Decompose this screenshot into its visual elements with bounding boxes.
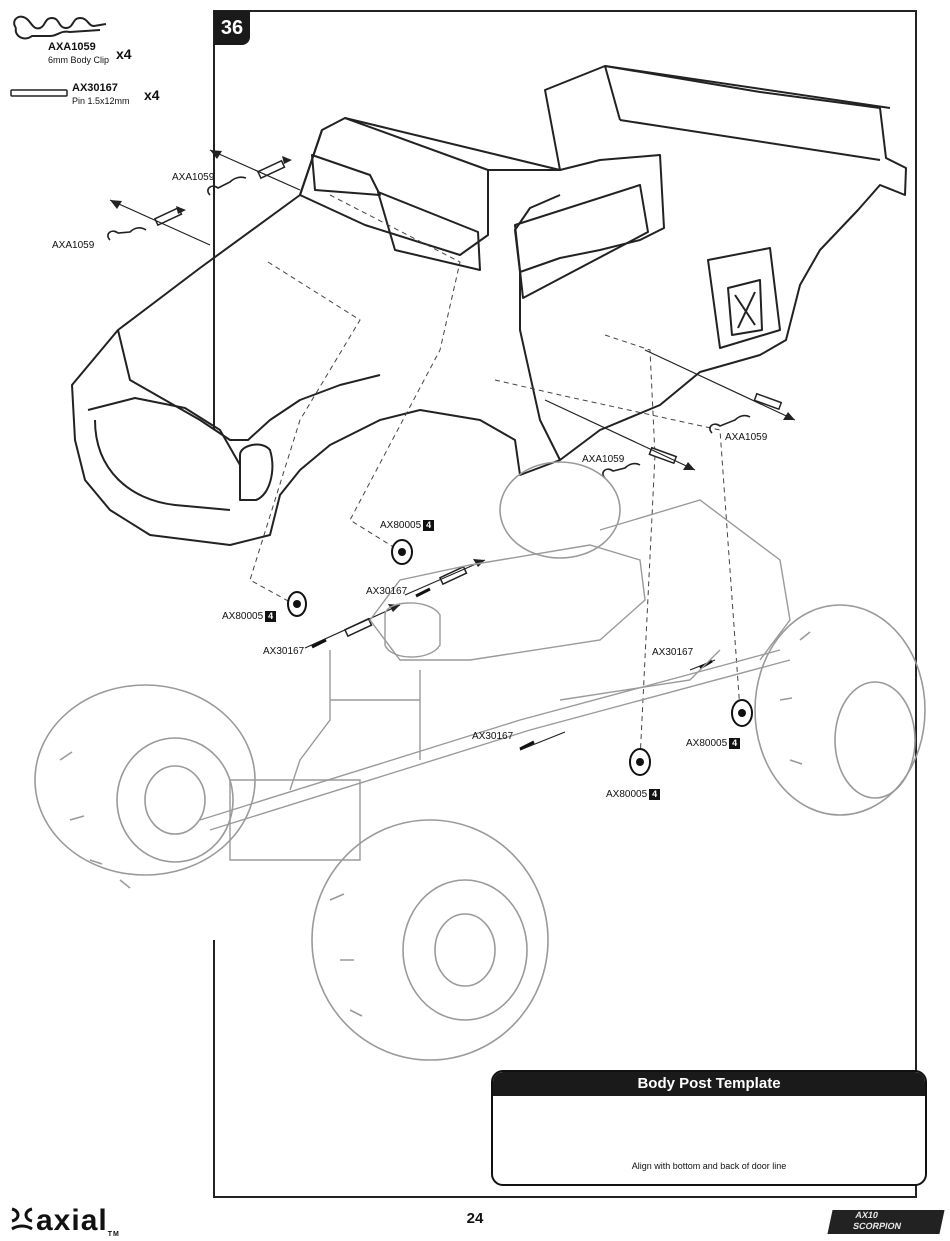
truck-body-shell — [71, 65, 907, 546]
callout-washer-front-upper-qty: 4 — [423, 520, 435, 531]
template-title: Body Post Template — [493, 1072, 925, 1096]
callout-washer-front-upper-code: AX80005 — [380, 520, 422, 532]
arrow-lines — [109, 149, 796, 751]
callout-clip-left-mid: AXA1059 — [52, 240, 95, 251]
loose-pins — [311, 587, 713, 751]
page-number: 24 — [466, 1210, 484, 1227]
pin-icon — [10, 89, 68, 97]
callout-washer-front-lower-code: AX80005 — [222, 611, 264, 623]
part-code-pin: AX30167 — [72, 82, 118, 94]
step-number-badge: 36 — [214, 11, 250, 45]
callout-washer-rear-lower-code: AX80005 — [606, 789, 648, 801]
sub-brand-line1: AX10 — [854, 1210, 880, 1220]
part-code-clip: AXA1059 — [48, 41, 96, 53]
body-post-template: Body Post Template Align with bottom and… — [491, 1070, 927, 1186]
callout-clip-right-mid: AXA1059 — [582, 454, 625, 465]
body-clips — [107, 176, 751, 479]
frame-gap — [205, 430, 219, 940]
brand-trademark: TM — [107, 1231, 120, 1238]
part-desc-clip: 6mm Body Clip — [48, 55, 110, 65]
template-note: Align with bottom and back of door line — [631, 1161, 787, 1171]
callout-washer-rear-right-code: AX80005 — [686, 738, 728, 750]
parts-legend: AXA1059 6mm Body Clip x4 AX30167 Pin 1.5… — [8, 6, 208, 106]
sub-brand-logo: AX10 SCORPION — [827, 1210, 945, 1234]
brand-mark-icon — [11, 1207, 33, 1231]
callout-clip-left-top: AXA1059 — [172, 172, 215, 183]
callout-pin-rear-upper: AX30167 — [652, 647, 694, 658]
arrow-heads — [110, 150, 795, 612]
part-qty-clip: x4 — [116, 46, 132, 62]
crawler-tires — [34, 461, 926, 1061]
body-clip-icon — [13, 15, 107, 40]
brand-name: axial — [36, 1204, 108, 1237]
crawler-chassis — [199, 499, 791, 861]
part-qty-pin: x4 — [144, 87, 160, 103]
mount-guide-lines — [249, 194, 741, 761]
sub-brand-line2: SCORPION — [852, 1221, 903, 1231]
callout-clip-right-rear: AXA1059 — [725, 432, 768, 443]
brand-logo: axialTM — [36, 1204, 120, 1238]
callout-washer-front-lower-qty: 4 — [265, 611, 277, 622]
callout-pin-front-lower: AX30167 — [263, 646, 305, 657]
callout-pin-front-upper: AX30167 — [366, 586, 408, 597]
callout-pin-rear-lower: AX30167 — [472, 731, 514, 742]
part-desc-pin: Pin 1.5x12mm — [72, 96, 130, 106]
callout-washer-rear-right-qty: 4 — [729, 738, 741, 749]
washer-centers — [293, 548, 746, 766]
callout-washer-rear-lower-qty: 4 — [649, 789, 661, 800]
